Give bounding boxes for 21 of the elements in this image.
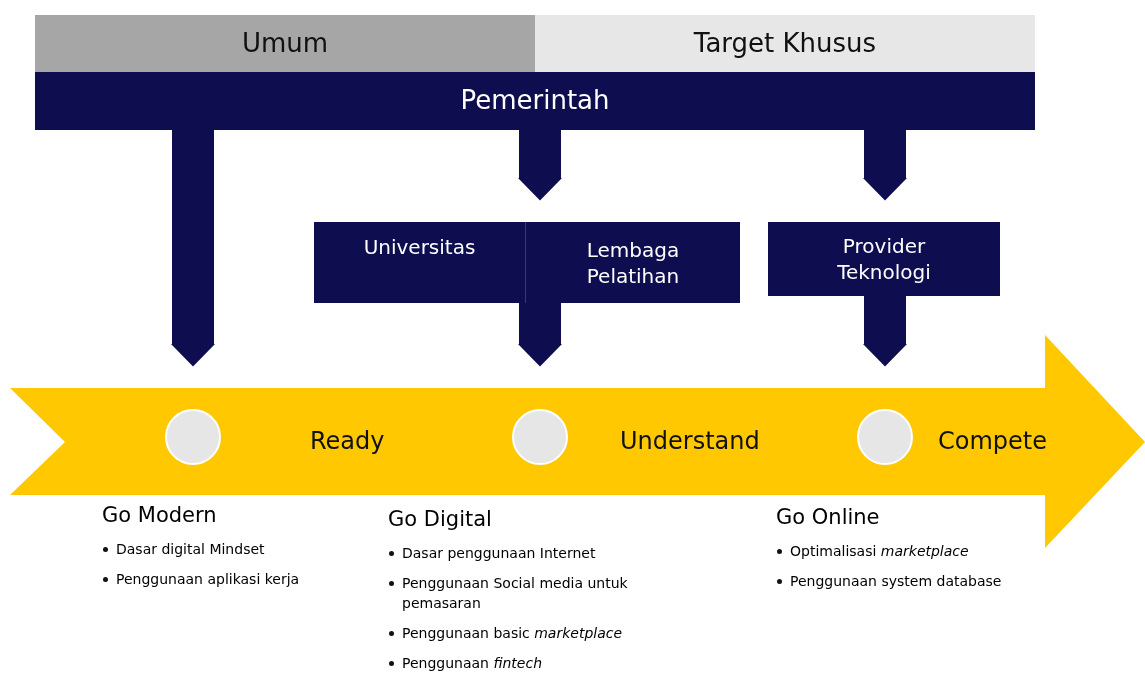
block-arrow	[863, 130, 907, 201]
block-arrow	[518, 130, 562, 201]
block-arrow	[863, 296, 907, 367]
actor-band: Pemerintah	[35, 72, 1035, 130]
block-arrow	[171, 130, 215, 367]
bullet-item: Penggunaan fintech	[388, 653, 678, 673]
stage-heading: Go Online	[776, 505, 881, 529]
actor-box: Provider Teknologi	[768, 222, 1000, 296]
actor-box: Lembaga Pelatihan	[525, 222, 740, 303]
actor-box: Universitas	[314, 222, 525, 303]
stage-label: Compete	[938, 427, 1047, 455]
category-band: Umum	[35, 15, 535, 72]
bullet-item: Penggunaan system database	[776, 571, 1066, 591]
block-arrow	[518, 303, 562, 367]
stage-label: Ready	[310, 427, 385, 455]
stage-heading: Go Digital	[388, 507, 493, 531]
bullet-item: Penggunaan basic marketplace	[388, 623, 678, 643]
bullet-item: Optimalisasi marketplace	[776, 541, 1066, 561]
stage-label: Understand	[620, 427, 760, 455]
stage-heading: Go Modern	[102, 503, 218, 527]
category-band: Target Khusus	[535, 15, 1035, 72]
